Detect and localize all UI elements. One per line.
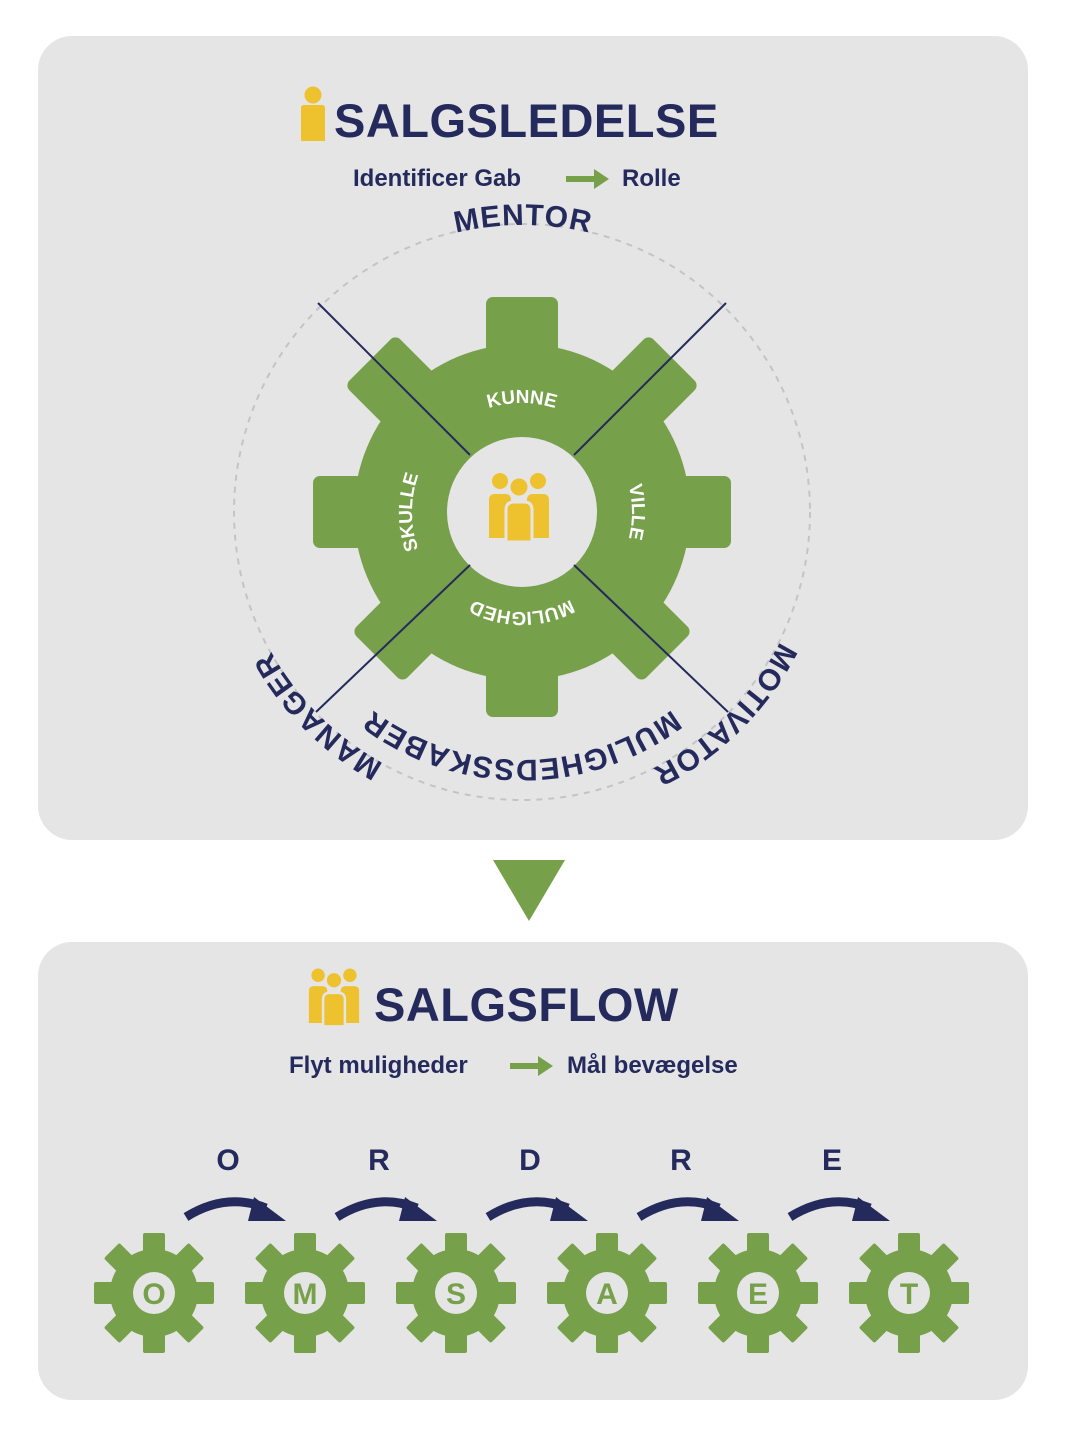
- flow-gear-hub: [284, 1272, 326, 1314]
- flow-subtitle-left: Flyt muligheder: [289, 1052, 468, 1079]
- flow-subtitle-right: Mål bevægelse: [567, 1052, 738, 1079]
- leadership-title: SALGSLEDELSE: [334, 94, 719, 147]
- arrow-right-icon: [566, 169, 609, 189]
- flow-gear-letter: S: [446, 1278, 466, 1311]
- role-manager: MANAGER: [248, 647, 387, 786]
- outer-dashed-ring: [233, 223, 811, 801]
- flow-arrow-head: [550, 1197, 588, 1221]
- team-icon: [489, 473, 549, 544]
- flow-gear-letter: A: [596, 1278, 618, 1311]
- flow-arrow-head: [852, 1197, 890, 1221]
- flow-gear-hub: [888, 1272, 930, 1314]
- flow-arrow-letter: R: [368, 1144, 390, 1177]
- role-wheel: MENTOR MOTIVATOR MANAGER MULIGHEDSSKABER…: [233, 199, 811, 801]
- flow-gear-letter: E: [748, 1278, 768, 1311]
- role-mentor: MENTOR: [451, 199, 595, 240]
- leadership-subtitle-left: Identificer Gab: [353, 165, 522, 192]
- flow-arrow-letter: O: [216, 1144, 239, 1177]
- flow-arrow-letter: E: [822, 1144, 842, 1177]
- flow-gear-hub: [133, 1272, 175, 1314]
- flow-gear-letter: M: [293, 1278, 318, 1311]
- flow-gear-hub: [586, 1272, 628, 1314]
- flow-gear-letter: T: [900, 1278, 918, 1311]
- flow-arrow-head: [399, 1197, 437, 1221]
- flow-gear-hub: [737, 1272, 779, 1314]
- team-icon: [308, 968, 360, 1028]
- flow-arrow-head: [248, 1197, 286, 1221]
- flow-title: SALGSFLOW: [374, 978, 679, 1031]
- flow-arrow-letter: D: [519, 1144, 541, 1177]
- gear-word-ville: VILLE: [624, 482, 648, 541]
- flow-gear-hub: [435, 1272, 477, 1314]
- quadrant-lines: [315, 302, 729, 713]
- leadership-subtitle-right: Rolle: [622, 165, 681, 192]
- order-flow: O M S A E T O R D R E: [94, 1144, 969, 1353]
- person-icon: [301, 86, 325, 141]
- flow-arrow-head: [701, 1197, 739, 1221]
- flow-arrow-letter: R: [670, 1144, 692, 1177]
- flow-gear-letter: O: [142, 1278, 165, 1311]
- down-arrow-icon: [493, 860, 565, 921]
- arrow-right-icon: [510, 1056, 553, 1076]
